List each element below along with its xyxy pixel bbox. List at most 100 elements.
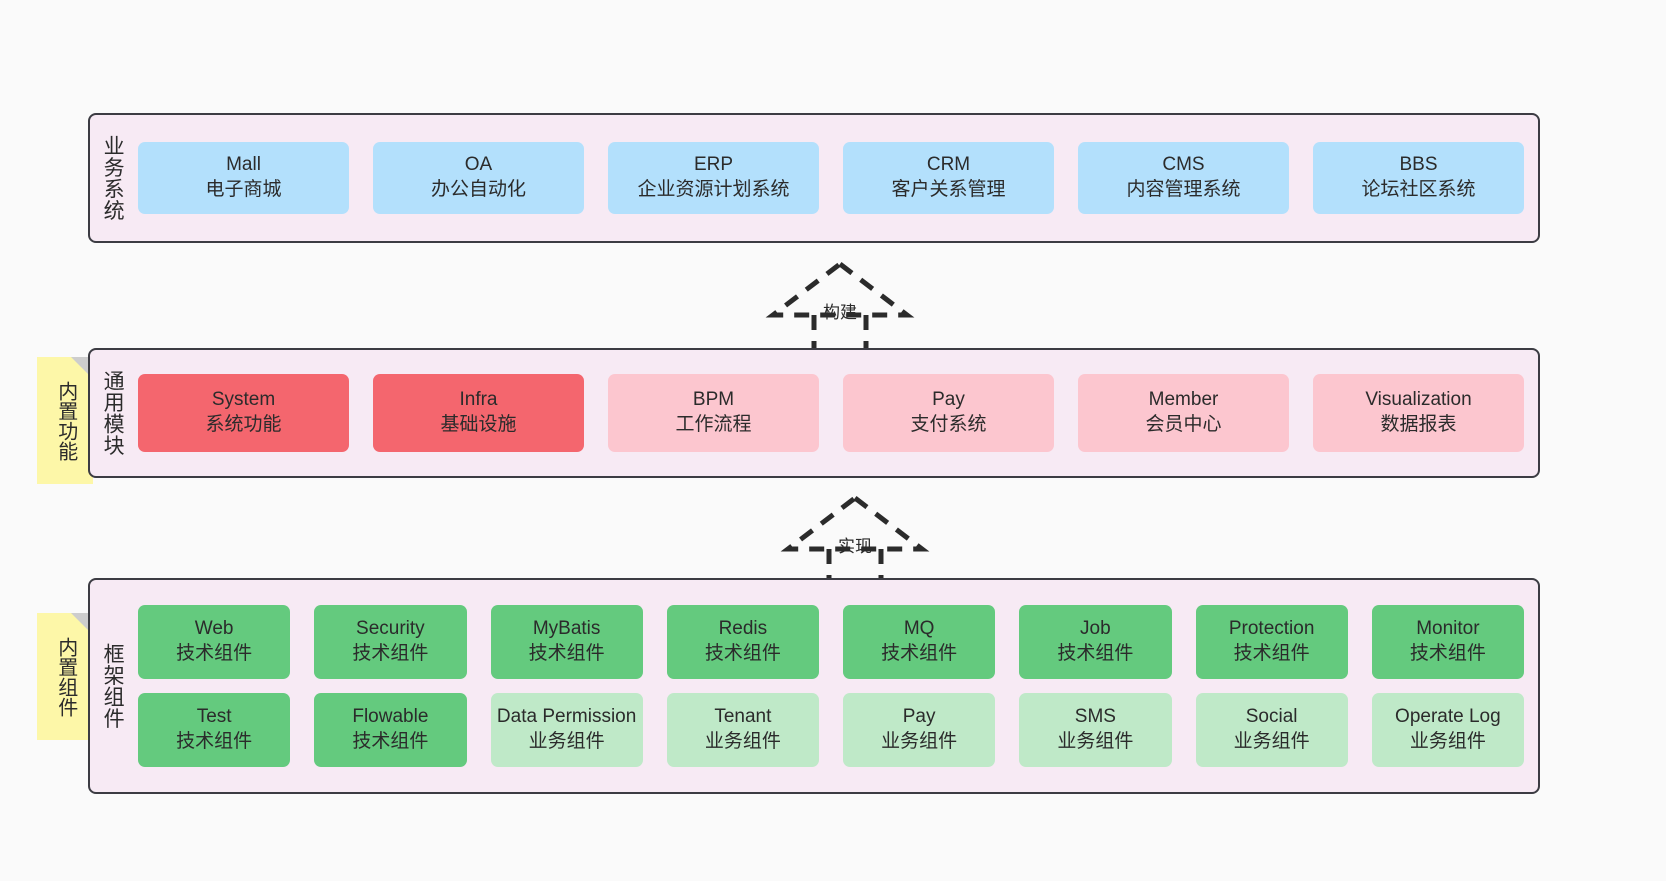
card-name: MyBatis: [532, 618, 601, 640]
connector-implement: 实现: [770, 492, 940, 592]
connector-build: 构建: [755, 258, 925, 358]
layer-modules-title: 通用模块: [101, 370, 125, 456]
card-subtitle: 电子商城: [205, 179, 282, 200]
framework-biz-card-social[interactable]: Social 业务组件: [1195, 693, 1348, 767]
card-name: CMS: [1162, 154, 1205, 176]
card-subtitle: 技术组件: [1233, 643, 1310, 664]
framework-tech-card-protection[interactable]: Protection 技术组件: [1195, 605, 1348, 679]
card-subtitle: 技术组件: [704, 643, 781, 664]
note-framework-label: 内置组件: [54, 636, 77, 717]
framework-biz-card-pay[interactable]: Pay 业务组件: [843, 693, 996, 767]
card-name: Protection: [1228, 618, 1315, 640]
framework-tech-card-mq[interactable]: MQ 技术组件: [843, 605, 996, 679]
card-subtitle: 系统功能: [205, 414, 282, 435]
card-subtitle: 业务组件: [704, 731, 781, 752]
card-name: Data Permission: [496, 706, 637, 728]
card-subtitle: 技术组件: [176, 643, 253, 664]
note-modules-label: 内置功能: [54, 380, 77, 461]
card-subtitle: 论坛社区系统: [1361, 179, 1476, 200]
card-name: Monitor: [1416, 618, 1480, 640]
card-subtitle: 支付系统: [910, 414, 987, 435]
card-name: Social: [1245, 706, 1298, 728]
card-subtitle: 技术组件: [528, 643, 605, 664]
arrowhead-triangle: [780, 494, 930, 552]
card-subtitle: 数据报表: [1380, 414, 1457, 435]
layer-modules-body: System 系统功能 Infra 基础设施 BPM 工作流程 Pay 支付系统 Member 会…: [134, 350, 1538, 476]
framework-biz-card-sms[interactable]: SMS 业务组件: [1019, 693, 1172, 767]
card-subtitle: 企业资源计划系统: [637, 179, 790, 200]
card-name: Pay: [932, 389, 965, 411]
framework-tech-card-mybatis[interactable]: MyBatis 技术组件: [490, 605, 643, 679]
business-card-bbs[interactable]: BBS 论坛社区系统: [1313, 142, 1524, 214]
card-name: Security: [356, 618, 425, 640]
business-card-erp[interactable]: ERP 企业资源计划系统: [608, 142, 819, 214]
module-card-pay[interactable]: Pay 支付系统: [843, 374, 1054, 452]
framework-tech-card-monitor[interactable]: Monitor 技术组件: [1371, 605, 1524, 679]
card-subtitle: 技术组件: [881, 643, 958, 664]
card-subtitle: 业务组件: [1409, 731, 1486, 752]
module-card-member[interactable]: Member 会员中心: [1078, 374, 1289, 452]
card-name: CRM: [926, 154, 971, 176]
card-name: ERP: [693, 154, 734, 176]
card-name: MQ: [903, 618, 935, 640]
card-name: Redis: [718, 618, 768, 640]
framework-tech-card-redis[interactable]: Redis 技术组件: [666, 605, 819, 679]
layer-business-title: 业务系统: [101, 135, 125, 221]
module-card-bpm[interactable]: BPM 工作流程: [608, 374, 819, 452]
card-subtitle: 办公自动化: [430, 179, 526, 200]
card-subtitle: 会员中心: [1145, 414, 1222, 435]
module-card-system[interactable]: System 系统功能: [138, 374, 349, 452]
card-subtitle: 业务组件: [1233, 731, 1310, 752]
layer-common-modules: 通用模块 System 系统功能 Infra 基础设施 BPM 工作流程 Pay 支付系统 Me…: [88, 348, 1540, 478]
module-card-infra[interactable]: Infra 基础设施: [373, 374, 584, 452]
card-name: Infra: [459, 389, 498, 411]
card-name: OA: [464, 154, 493, 176]
framework-biz-card-data-permission[interactable]: Data Permission 业务组件: [490, 693, 643, 767]
card-subtitle: 基础设施: [440, 414, 517, 435]
card-name: BBS: [1399, 154, 1438, 176]
layer-framework-title: 框架组件: [101, 643, 125, 729]
framework-tech-card-web[interactable]: Web 技术组件: [138, 605, 291, 679]
connector-build-label: 构建: [823, 303, 857, 322]
card-subtitle: 业务组件: [1057, 731, 1134, 752]
card-name: Web: [194, 618, 234, 640]
card-subtitle: 技术组件: [352, 643, 429, 664]
note-builtin-functions: 内置功能: [37, 357, 93, 484]
card-name: Test: [196, 706, 232, 728]
card-name: BPM: [692, 389, 735, 411]
module-card-row: System 系统功能 Infra 基础设施 BPM 工作流程 Pay 支付系统 Member 会…: [138, 374, 1524, 452]
card-name: SMS: [1074, 706, 1116, 728]
card-name: System: [211, 389, 276, 411]
framework-biz-card-test[interactable]: Test 技术组件: [138, 693, 291, 767]
card-subtitle: 工作流程: [675, 414, 752, 435]
card-subtitle: 业务组件: [528, 731, 605, 752]
card-name: Pay: [902, 706, 936, 728]
framework-tech-card-security[interactable]: Security 技术组件: [314, 605, 467, 679]
card-subtitle: 技术组件: [1409, 643, 1486, 664]
card-name: Visualization: [1365, 389, 1472, 411]
card-subtitle: 技术组件: [176, 731, 253, 752]
card-name: Member: [1148, 389, 1219, 411]
note-fold-corner: [71, 357, 93, 379]
business-card-oa[interactable]: OA 办公自动化: [373, 142, 584, 214]
module-card-visualization[interactable]: Visualization 数据报表: [1313, 374, 1524, 452]
arrowhead-triangle: [765, 260, 915, 318]
card-subtitle: 内容管理系统: [1126, 179, 1241, 200]
business-card-cms[interactable]: CMS 内容管理系统: [1078, 142, 1289, 214]
card-subtitle: 业务组件: [881, 731, 958, 752]
card-subtitle: 技术组件: [352, 731, 429, 752]
